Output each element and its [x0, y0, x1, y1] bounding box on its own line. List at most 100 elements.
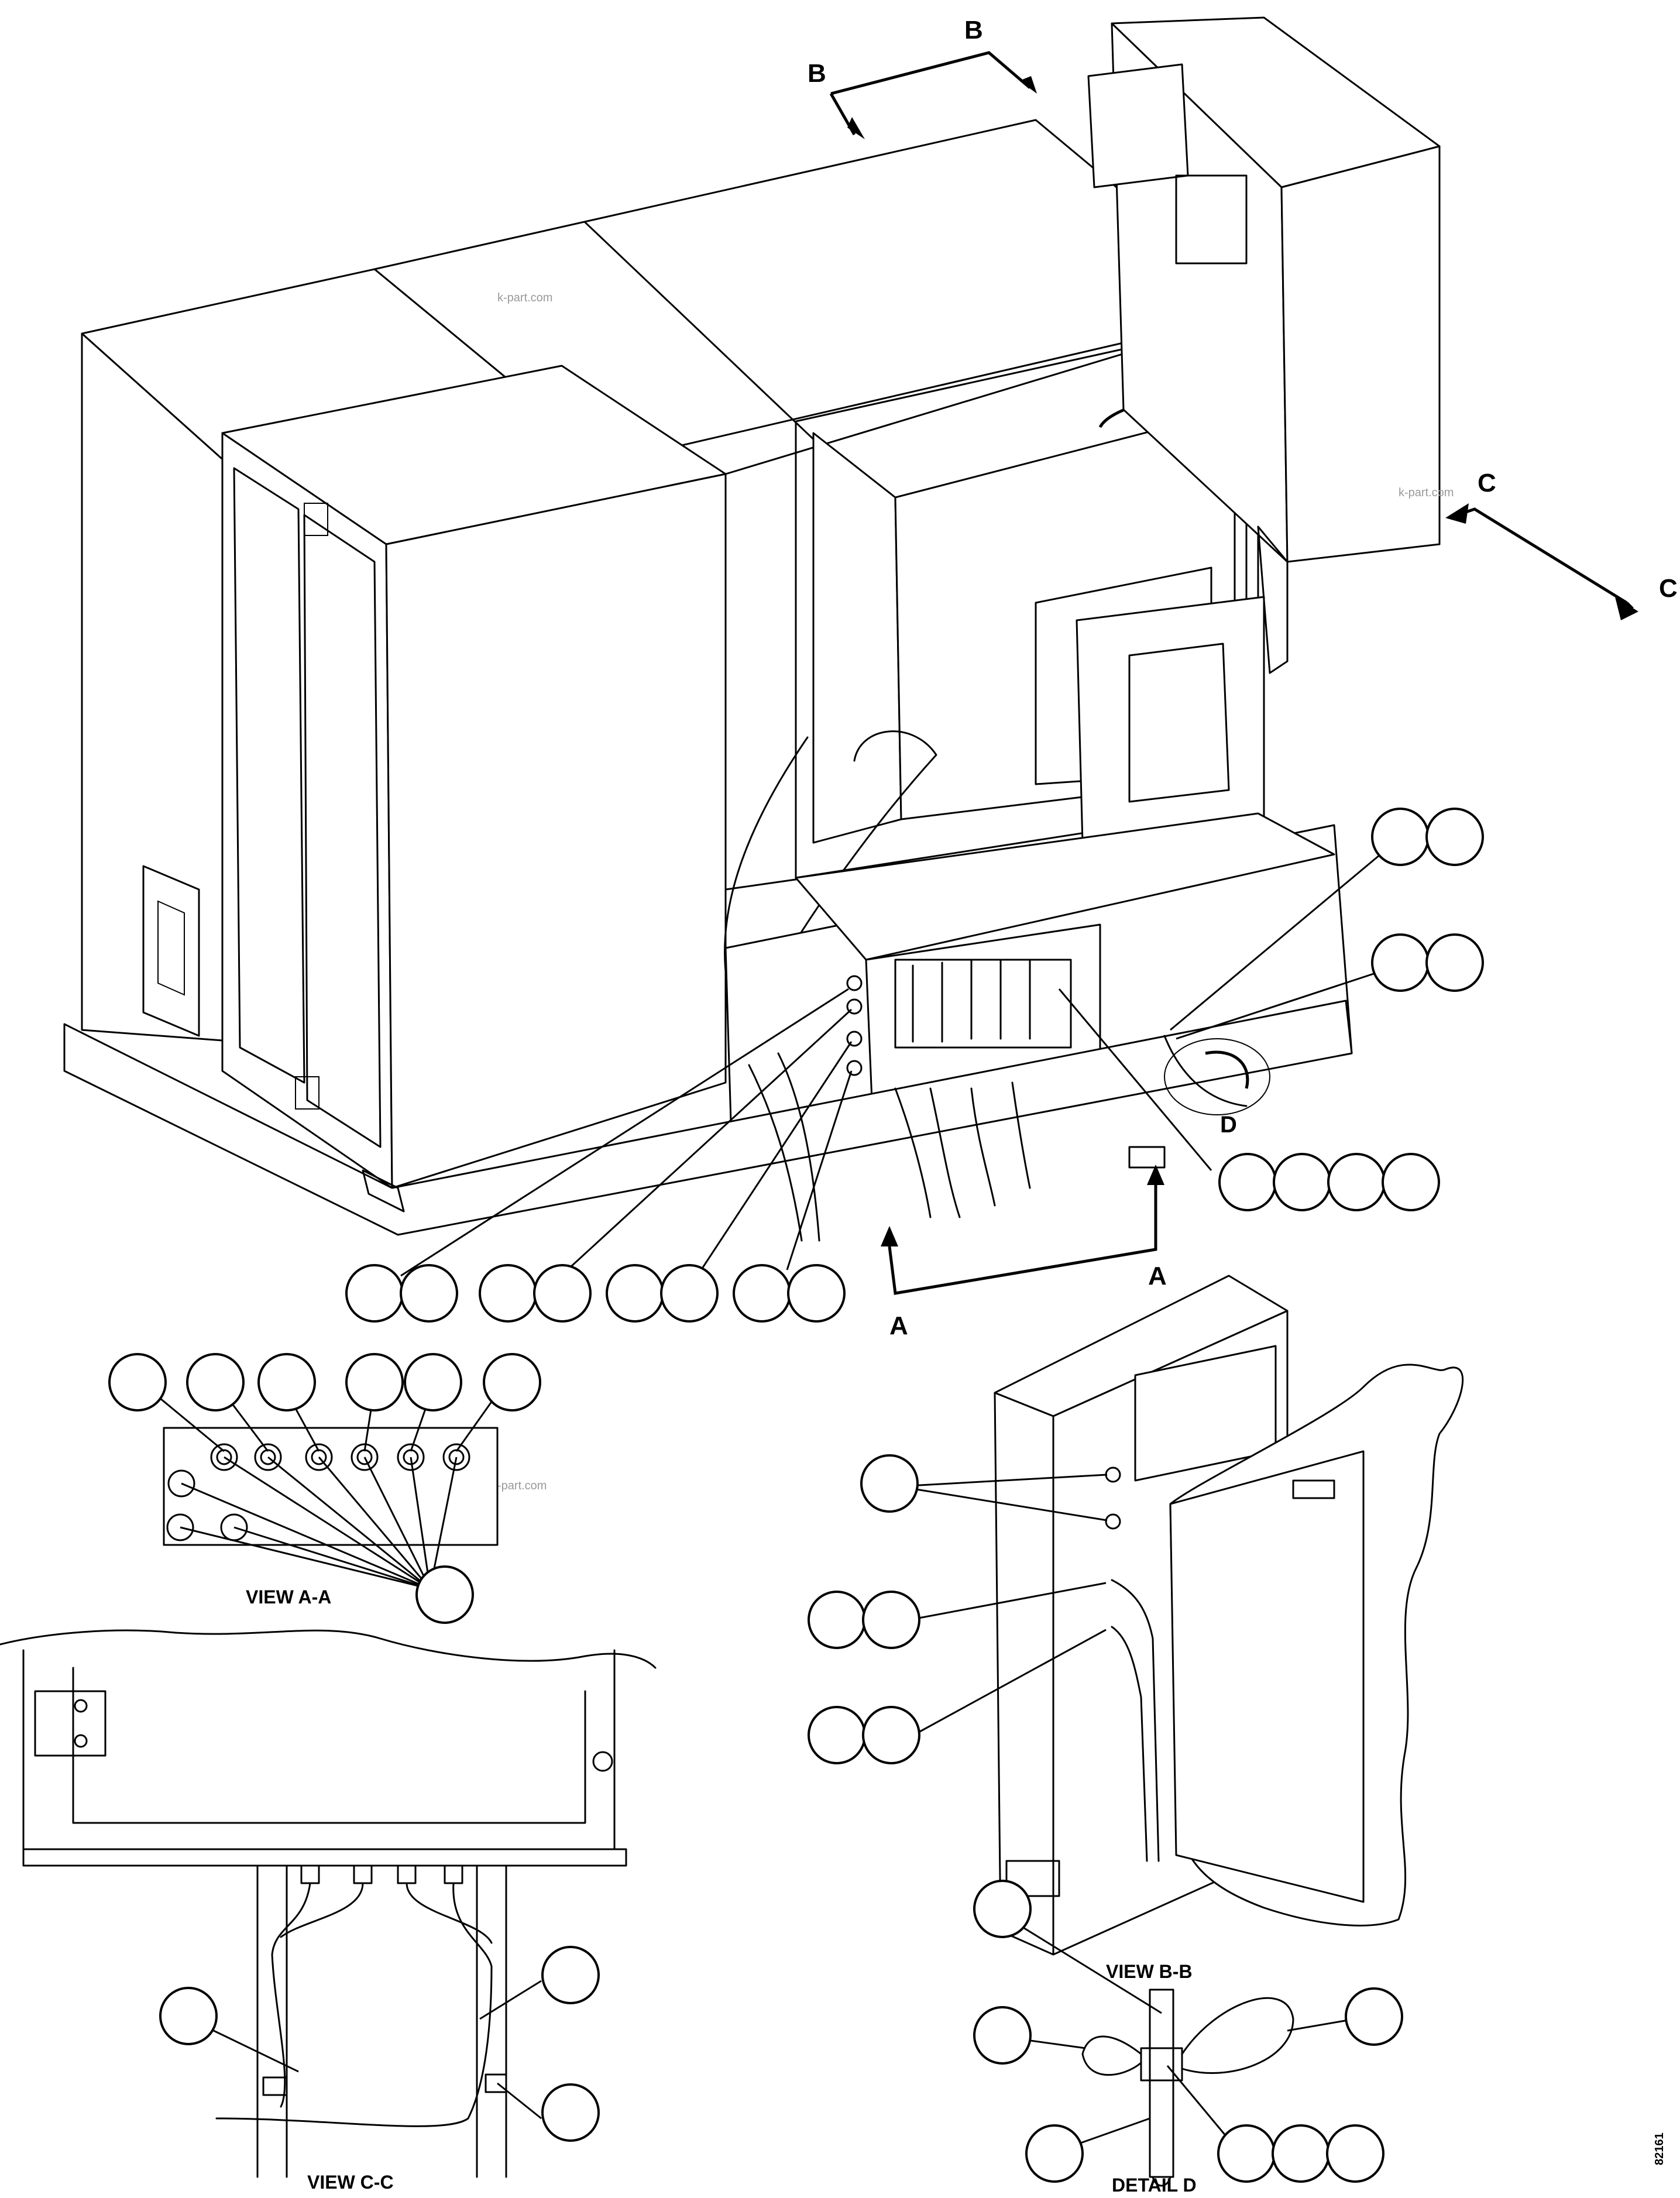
callout-e1: [1218, 1153, 1277, 1211]
base-rail: [63, 1000, 1353, 1236]
detail-d: DETAIL D: [973, 1880, 1403, 2196]
view-c-outer-frame: [22, 1649, 616, 1850]
door-panel-right: [303, 514, 382, 1148]
detail-d-loop-left: [1081, 2035, 1142, 2076]
callout-f2: [1425, 808, 1484, 866]
view-b-label: VIEW B-B: [1106, 1961, 1193, 1982]
callout-f1: [1371, 808, 1430, 866]
callout-vb-3a: [808, 1706, 866, 1764]
callout-va-5: [404, 1353, 462, 1411]
connector-3: [846, 1031, 863, 1047]
section-label-b-right: B: [964, 16, 983, 44]
view-c-label: VIEW C-C: [307, 2172, 394, 2193]
main-view-callouts: [345, 808, 1484, 1323]
view-a-label: VIEW A-A: [246, 1586, 331, 1608]
view-c-wire-left: [271, 1882, 311, 2108]
view-c-inner-frame: [72, 1667, 586, 1824]
view-c-hinge: [34, 1690, 106, 1757]
connector-2: [846, 998, 863, 1015]
door-hinge-bottom: [295, 1076, 319, 1110]
callout-va-4: [345, 1353, 404, 1411]
view-b-cable-1: [1111, 1579, 1160, 1862]
callout-vb-1: [860, 1454, 919, 1513]
section-label-b-left: B: [808, 59, 826, 88]
section-marker-a: A A: [881, 1165, 1167, 1340]
detail-d-label: DETAIL D: [1112, 2175, 1197, 2196]
view-b-cable-2: [1111, 1626, 1148, 1862]
section-label-c-left: C: [1478, 469, 1496, 497]
callout-c2: [660, 1264, 719, 1323]
right-enclosure-front: [1280, 145, 1441, 563]
callout-a1: [345, 1264, 404, 1323]
hose-bottom: [724, 736, 809, 973]
section-label-a-left: A: [889, 1311, 908, 1340]
callout-dd-3: [1345, 1987, 1403, 2046]
callout-d1: [733, 1264, 791, 1323]
detail-d-arrow: [1205, 1050, 1249, 1089]
callout-b2: [533, 1264, 592, 1323]
view-b-hole-2: [1105, 1513, 1121, 1530]
hose-top: [783, 730, 937, 961]
callout-g1: [1371, 933, 1430, 992]
callout-dd-5a: [1217, 2124, 1276, 2183]
section-marker-c: C C: [1445, 469, 1678, 620]
callout-dd-1: [973, 1880, 1032, 1938]
callout-d2: [787, 1264, 846, 1323]
view-c-c: VIEW C-C: [0, 1629, 657, 2193]
callout-e2: [1273, 1153, 1331, 1211]
callout-dd-5c: [1326, 2124, 1384, 2183]
view-c-break-line: [0, 1629, 657, 1669]
section-label-c-right: C: [1659, 574, 1678, 603]
callout-dd-2: [973, 2006, 1032, 2065]
transformer-box: [1087, 63, 1189, 188]
callout-vb-2a: [808, 1591, 866, 1649]
callout-g2: [1425, 933, 1484, 992]
access-panel: [142, 865, 200, 1037]
inner-box-side: [812, 432, 902, 844]
callout-va-common: [415, 1565, 474, 1624]
callout-va-2: [186, 1353, 245, 1411]
callout-va-6: [483, 1353, 541, 1411]
detail-d-connector-body: [1149, 1988, 1174, 2178]
view-c-wire-right: [215, 1882, 493, 2127]
view-c-floor-plate: [22, 1848, 627, 1867]
callout-va-3: [257, 1353, 316, 1411]
callout-a2: [400, 1264, 458, 1323]
callout-vb-3b: [862, 1706, 920, 1764]
view-b-door: [1169, 1450, 1365, 1903]
watermark-top: k-part.com: [497, 291, 552, 304]
door-hinge-top: [304, 503, 328, 536]
heat-sink: [1175, 174, 1248, 265]
callout-va-1: [108, 1353, 167, 1411]
connector-4: [846, 1060, 863, 1076]
callout-dd-5b: [1272, 2124, 1330, 2183]
connector-1: [846, 975, 863, 991]
callout-vc-2: [541, 1946, 600, 2004]
view-a-plate: [163, 1427, 499, 1546]
junction-box-top: [795, 812, 1335, 961]
callout-c1: [606, 1264, 664, 1323]
callout-dd-4: [1025, 2124, 1084, 2183]
view-a-a: VIEW A-A: [108, 1353, 541, 1624]
callout-vc-1: [159, 1987, 218, 2045]
callout-e4: [1382, 1153, 1440, 1211]
callout-b1: [479, 1264, 537, 1323]
callout-vc-3: [541, 2083, 600, 2142]
drawing-code: 82161: [1653, 2132, 1666, 2165]
callout-vb-2b: [862, 1591, 920, 1649]
detail-d-loop-right: [1181, 1997, 1294, 2074]
section-marker-b: B B: [808, 16, 1037, 139]
section-label-a-right: A: [1148, 1262, 1167, 1290]
callout-e3: [1327, 1153, 1386, 1211]
detail-marker-d: D: [1220, 1112, 1237, 1138]
detail-d-circle: [1164, 1038, 1270, 1115]
door-box-front: [385, 473, 727, 1189]
watermark-right: k-part.com: [1399, 486, 1454, 499]
duct-flange: [1076, 596, 1265, 844]
door-panel-left: [233, 467, 305, 1084]
plug-connector: [1128, 1146, 1166, 1169]
view-b-b: VIEW B-B: [808, 1275, 1464, 1982]
watermark-view-a: k-part.com: [492, 1479, 547, 1492]
